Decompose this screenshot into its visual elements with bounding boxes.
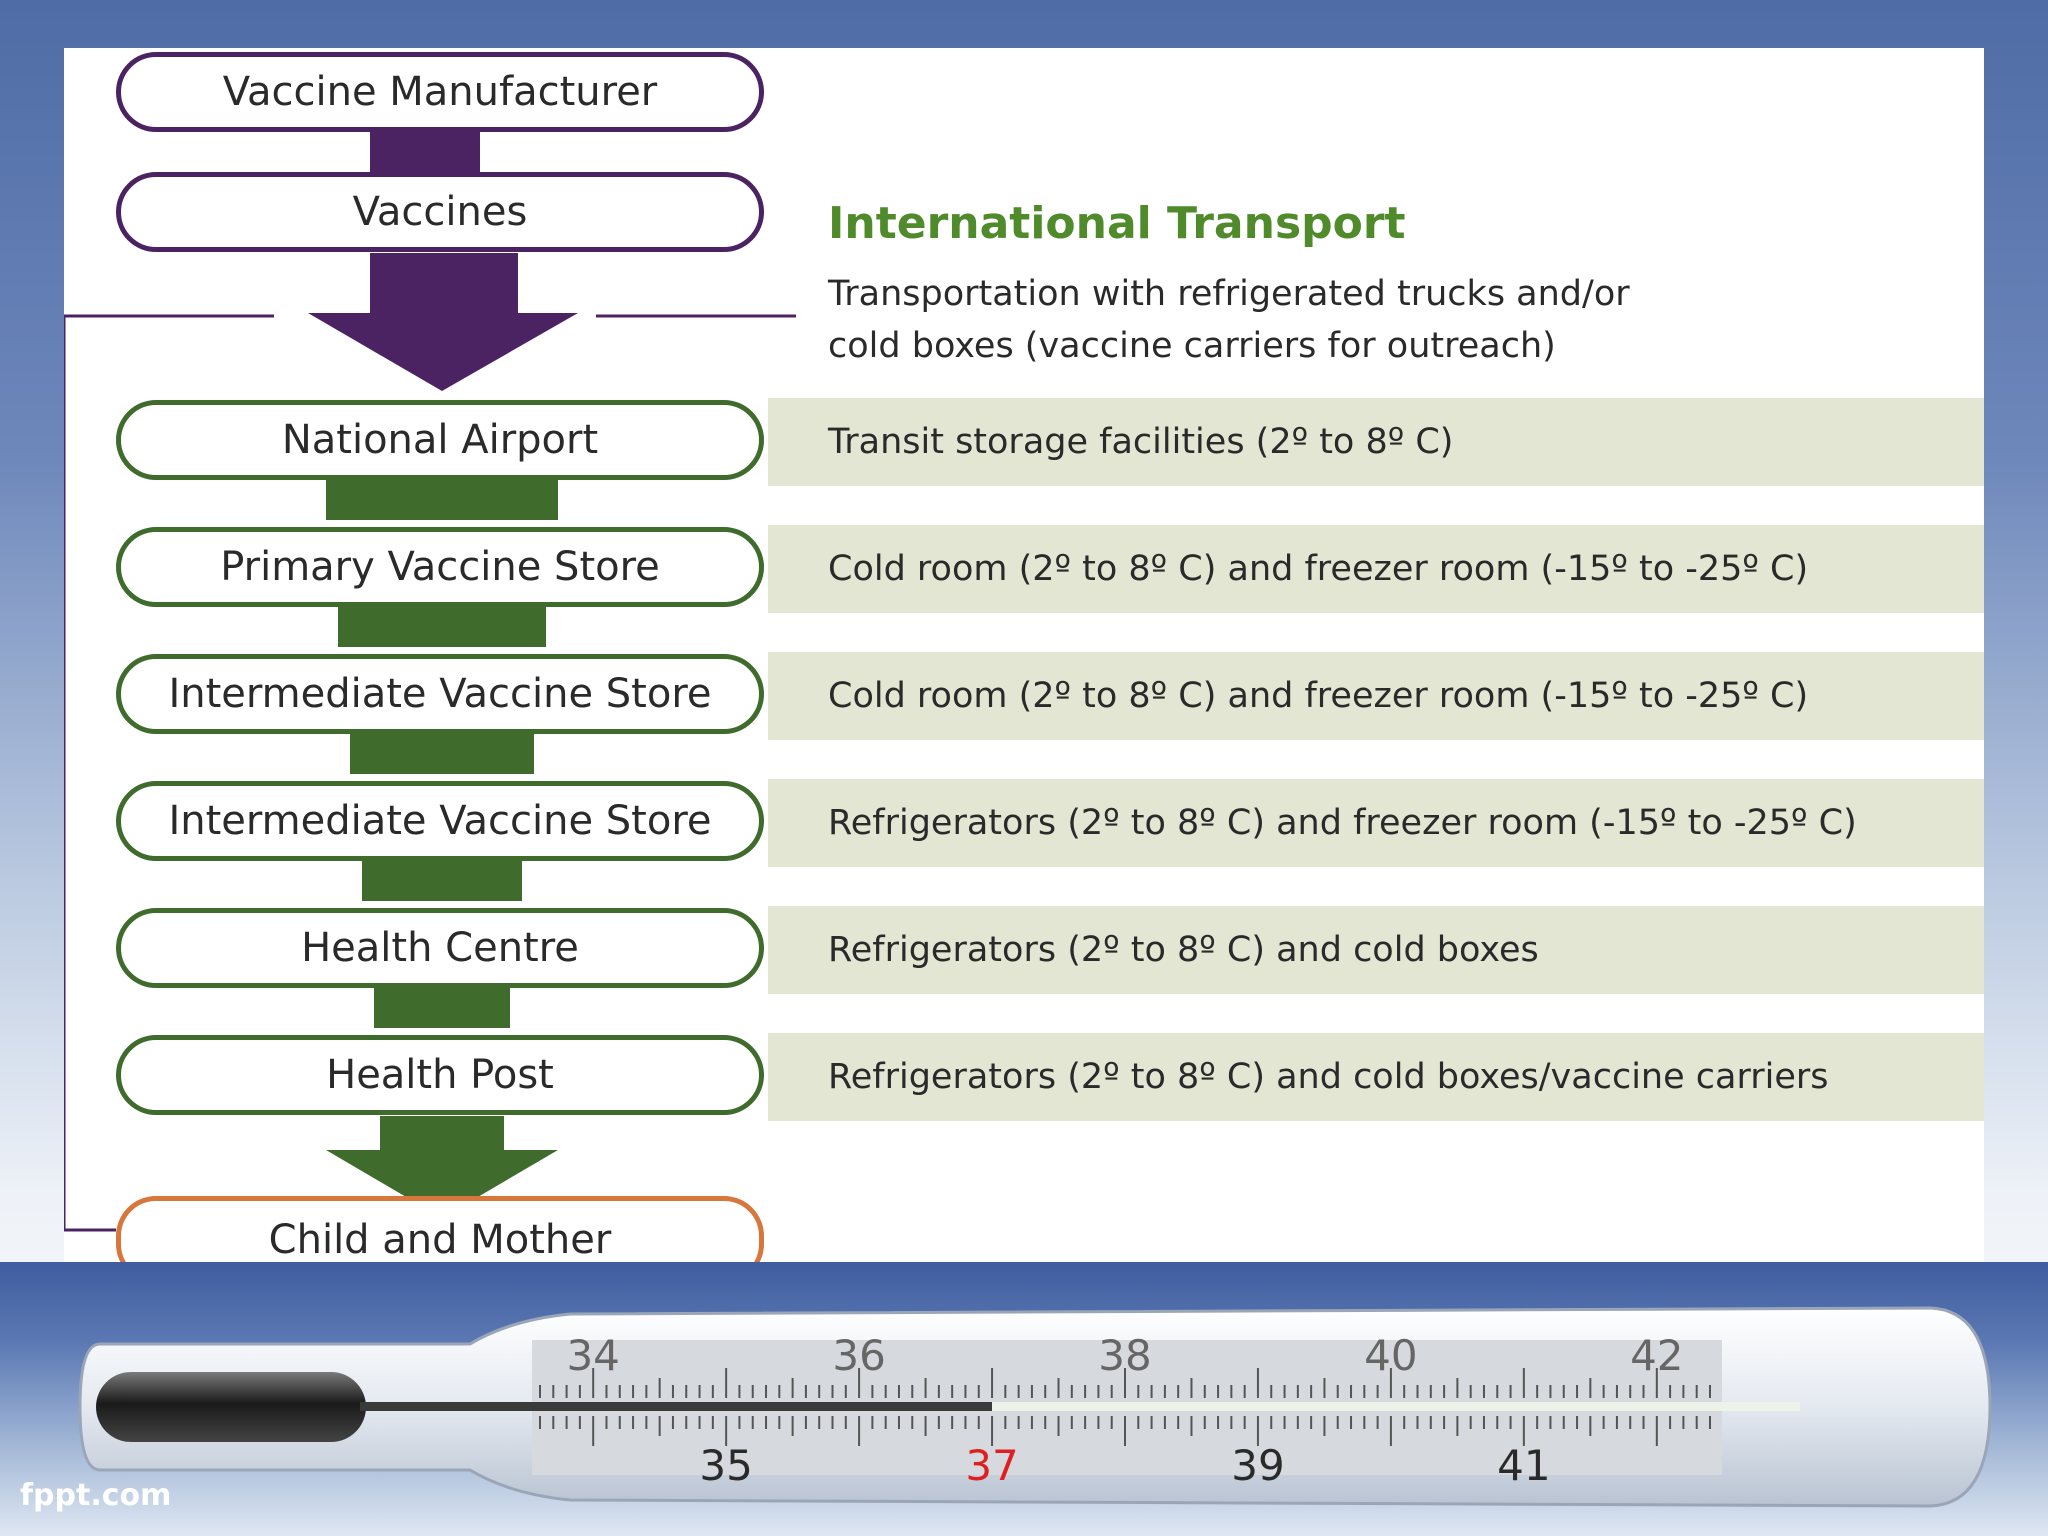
row-band xyxy=(768,398,1984,486)
thermometer-bulb xyxy=(96,1372,366,1442)
node-primary-vaccine-store: Primary Vaccine Store xyxy=(116,527,764,607)
purple-arrow xyxy=(308,253,578,391)
row-band xyxy=(768,525,1984,613)
green-connector xyxy=(350,734,534,774)
thermometer-label: 41 xyxy=(1497,1441,1550,1490)
node-health-centre: Health Centre xyxy=(116,908,764,988)
stage-description: Refrigerators (2º to 8º C) and freezer r… xyxy=(828,803,1857,843)
site-watermark: fppt.com xyxy=(20,1478,172,1513)
stage-description: Cold room (2º to 8º C) and freezer room … xyxy=(828,676,1809,716)
node-child-and-mother: Child and Mother xyxy=(116,1196,764,1284)
flow-connectors xyxy=(64,132,796,1232)
green-connector xyxy=(326,480,558,520)
stage-description: Transit storage facilities (2º to 8º C) xyxy=(828,422,1454,462)
row-band xyxy=(768,779,1984,867)
international-transport-description: Transportation with refrigerated trucks … xyxy=(828,268,1928,372)
node-intermediate-vaccine-store-2: Intermediate Vaccine Store xyxy=(116,781,764,861)
node-health-post: Health Post xyxy=(116,1035,764,1115)
node-vaccines: Vaccines xyxy=(116,172,764,252)
thermometer-label: 37 xyxy=(965,1441,1018,1490)
row-band xyxy=(768,1033,1984,1121)
node-national-airport: National Airport xyxy=(116,400,764,480)
green-connector xyxy=(338,607,546,647)
thermometer-label: 36 xyxy=(832,1331,885,1380)
thermometer-label: 40 xyxy=(1364,1331,1417,1380)
node-vaccine-manufacturer: Vaccine Manufacturer xyxy=(116,52,764,132)
thermometer-label: 39 xyxy=(1231,1441,1284,1490)
thermometer-label: 42 xyxy=(1630,1331,1683,1380)
thermometer-labels: 34 36 38 40 42 35 37 39 41 xyxy=(566,1331,1683,1490)
thermometer-ticks xyxy=(539,1368,1711,1446)
stage-description: Cold room (2º to 8º C) and freezer room … xyxy=(828,549,1809,589)
international-transport-line: Transportation with refrigerated trucks … xyxy=(828,274,1630,314)
purple-connector xyxy=(370,132,480,172)
international-transport-line: cold boxes (vaccine carriers for outreac… xyxy=(828,326,1556,366)
stage-description: Refrigerators (2º to 8º C) and cold boxe… xyxy=(828,1057,1829,1097)
green-connector xyxy=(362,861,522,901)
node-intermediate-vaccine-store-1: Intermediate Vaccine Store xyxy=(116,654,764,734)
slide-panel: Vaccine Manufacturer Vaccines National A… xyxy=(64,48,1984,1295)
green-arrow xyxy=(326,1116,558,1218)
row-band xyxy=(768,906,1984,994)
stage-description: Refrigerators (2º to 8º C) and cold boxe… xyxy=(828,930,1539,970)
thermometer-label: 38 xyxy=(1098,1331,1151,1380)
thermometer-label: 34 xyxy=(566,1331,619,1380)
international-transport-title: International Transport xyxy=(828,198,1406,249)
thermometer-graphic: 34 36 38 40 42 35 37 39 41 xyxy=(78,1306,1992,1508)
thermometer-capillary xyxy=(992,1402,1800,1411)
green-connector xyxy=(374,988,510,1028)
row-band xyxy=(768,652,1984,740)
thermometer-mercury xyxy=(360,1402,993,1411)
thermometer-label: 35 xyxy=(699,1441,752,1490)
bracket-line xyxy=(64,314,274,1232)
